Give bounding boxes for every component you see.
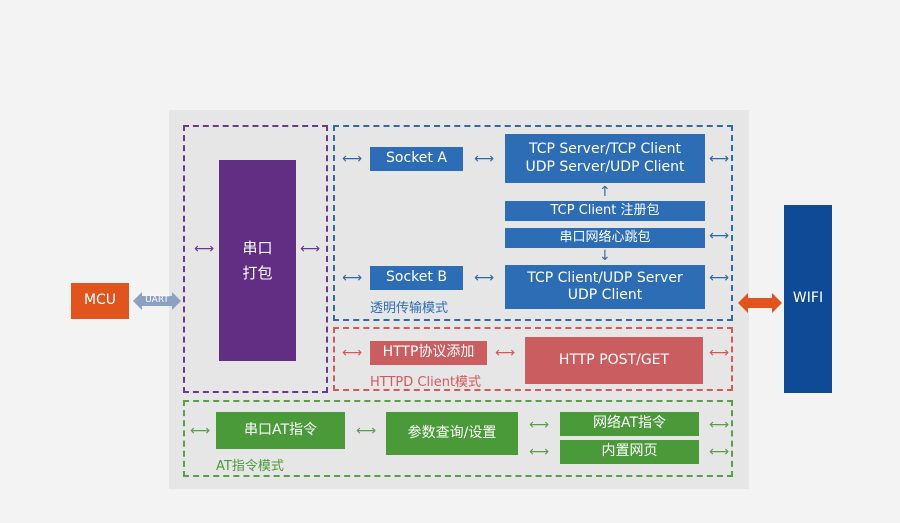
param-query-box: 参数查询/设置 <box>386 412 518 455</box>
at-mode-region <box>183 400 733 477</box>
arrow-serial-left: ⟷ <box>194 241 215 257</box>
serial-pack-line1: 串口 <box>242 238 273 257</box>
uart-label: UART <box>145 295 169 305</box>
arrow-http-mid: ⟷ <box>495 345 516 361</box>
httpd-mode-label: HTTPD Client模式 <box>370 375 482 390</box>
web-page-box: 内置网页 <box>560 440 699 464</box>
arrow-http-left: ⟷ <box>342 345 363 361</box>
arrow-tcp-top-right: ⟷ <box>709 151 730 167</box>
mcu-box: MCU <box>71 283 129 319</box>
httpd-mode-region <box>333 327 733 391</box>
arrow-tcp-bottom-right: ⟷ <box>709 270 730 286</box>
uart-arrow <box>133 292 181 310</box>
arrow-heartbeat-right: ⟷ <box>709 228 730 244</box>
tcp-server-client-box: TCP Server/TCP Client UDP Server/UDP Cli… <box>505 134 705 183</box>
arrow-network-at-right: ⟷ <box>709 417 730 433</box>
tcp-server-client-line1: TCP Server/TCP Client <box>529 141 681 157</box>
arrow-down: ↓ <box>599 248 611 264</box>
arrow-at-mid: ⟷ <box>356 423 377 439</box>
arrow-web-page-right: ⟷ <box>709 444 730 460</box>
serial-pack-line2: 打包 <box>242 263 273 282</box>
arrow-socket-a-right: ⟷ <box>474 151 495 167</box>
tcp-server-client-line2: UDP Server/UDP Client <box>525 158 685 175</box>
arrow-serial-right: ⟷ <box>300 241 321 257</box>
arrow-at-right-bottom: ⟷ <box>529 444 550 460</box>
serial-pack-box: 串口 打包 <box>219 160 296 361</box>
arrow-at-left: ⟷ <box>190 423 211 439</box>
http-post-get-box: HTTP POST/GET <box>525 337 703 384</box>
arrow-at-right-top: ⟷ <box>529 417 550 433</box>
socket-b-box: Socket B <box>370 266 463 290</box>
at-mode-label: AT指令模式 <box>216 459 284 474</box>
arrow-socket-b-left: ⟷ <box>342 270 363 286</box>
tcp-client-udp-line1: TCP Client/UDP Server <box>527 269 683 286</box>
network-at-box: 网络AT指令 <box>560 412 699 436</box>
serial-heartbeat-box: 串口网络心跳包 <box>505 228 705 248</box>
tcp-client-udp-line2: UDP Client <box>567 287 643 303</box>
http-add-box: HTTP协议添加 <box>370 341 487 365</box>
tcp-client-udp-box: TCP Client/UDP Server UDP Client <box>505 265 705 309</box>
tcp-client-reg-box: TCP Client 注册包 <box>505 201 705 221</box>
serial-pack-region <box>183 125 328 393</box>
socket-a-box: Socket A <box>370 147 463 171</box>
wifi-box: WIFI <box>784 205 832 393</box>
transparent-mode-region <box>333 125 733 321</box>
arrow-http-right: ⟷ <box>709 345 730 361</box>
serial-at-box: 串口AT指令 <box>216 412 345 449</box>
arrow-up: ↑ <box>599 184 611 200</box>
wifi-arrow <box>738 293 782 313</box>
transparent-mode-label: 透明传输模式 <box>370 301 449 316</box>
arrow-socket-a-left: ⟷ <box>342 151 363 167</box>
arrow-socket-b-right: ⟷ <box>474 270 495 286</box>
